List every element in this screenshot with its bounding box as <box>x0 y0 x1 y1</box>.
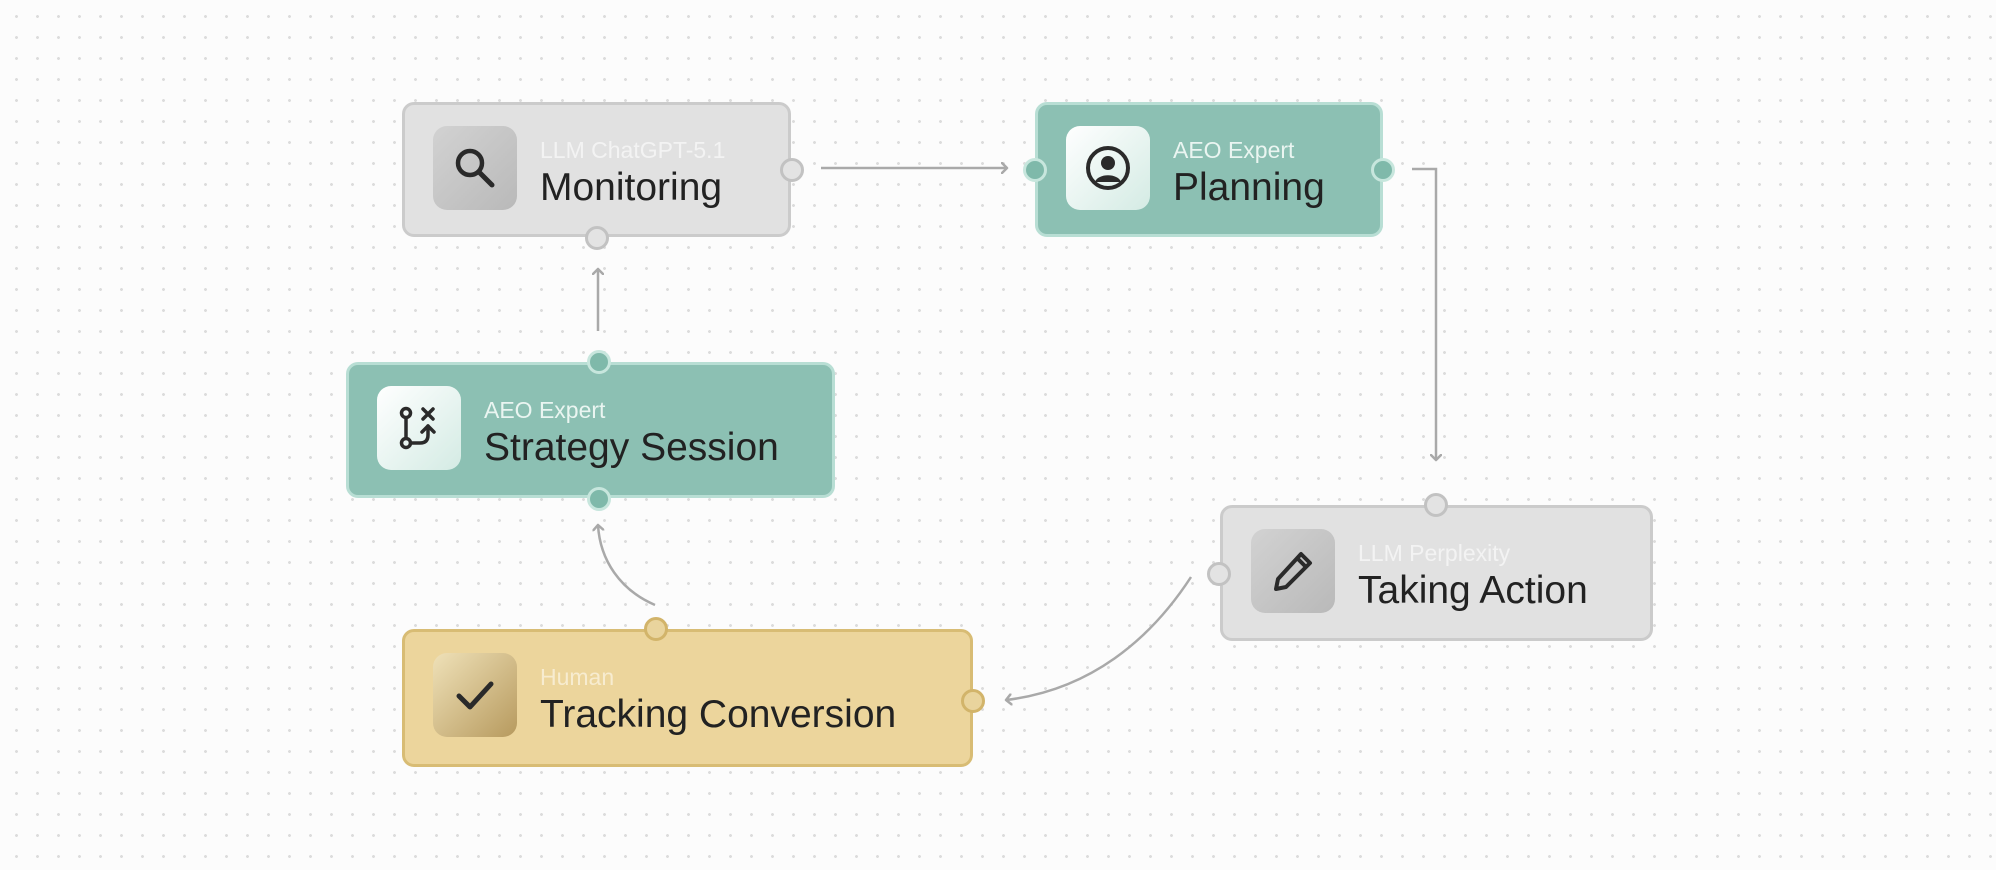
node-title: Tracking Conversion <box>540 693 897 736</box>
monitoring-output-port[interactable] <box>780 158 804 182</box>
edge-tracking-conversion-to-strategy-session[interactable] <box>598 525 656 607</box>
node-subtitle: LLM ChatGPT-5.1 <box>540 137 726 163</box>
strategy-session-icon-tile <box>377 386 461 470</box>
monitoring-input-port[interactable] <box>585 226 609 250</box>
edge-planning-to-taking-action[interactable] <box>1412 167 1436 460</box>
git-branch-icon <box>399 406 436 450</box>
node-subtitle: AEO Expert <box>484 397 606 423</box>
planning-input-port[interactable] <box>1023 158 1047 182</box>
node-subtitle: LLM Perplexity <box>1358 540 1511 566</box>
node-tracking-conversion[interactable]: Human Tracking Conversion <box>402 629 973 767</box>
strategy-session-input-port[interactable] <box>587 487 611 511</box>
node-title: Planning <box>1173 166 1325 209</box>
taking-action-output-port[interactable] <box>1207 562 1231 586</box>
planning-output-port[interactable] <box>1371 158 1395 182</box>
tracking-conversion-output-port[interactable] <box>644 617 668 641</box>
node-title: Monitoring <box>540 166 723 209</box>
node-title: Taking Action <box>1358 569 1588 612</box>
node-subtitle: Human <box>540 664 615 690</box>
node-taking-action[interactable]: LLM Perplexity Taking Action <box>1220 505 1653 641</box>
user-circle-icon <box>1086 146 1130 190</box>
taking-action-icon-tile <box>1251 529 1335 613</box>
checkmark-icon <box>456 681 494 710</box>
strategy-session-output-port[interactable] <box>587 350 611 374</box>
tracking-conversion-icon-tile <box>433 653 517 737</box>
monitoring-icon-tile <box>433 126 517 210</box>
planning-icon-tile <box>1066 126 1150 210</box>
pencil-icon <box>1274 552 1312 591</box>
node-strategy-session[interactable]: AEO Expert Strategy Session <box>346 362 835 498</box>
search-icon <box>455 148 495 188</box>
node-planning[interactable]: AEO Expert Planning <box>1035 102 1383 237</box>
node-monitoring[interactable]: LLM ChatGPT-5.1 Monitoring <box>402 102 791 237</box>
tracking-conversion-input-port[interactable] <box>961 689 985 713</box>
edge-taking-action-to-tracking-conversion[interactable] <box>1006 576 1193 700</box>
node-subtitle: AEO Expert <box>1173 137 1295 163</box>
node-title: Strategy Session <box>484 426 779 469</box>
taking-action-input-port[interactable] <box>1424 493 1448 517</box>
